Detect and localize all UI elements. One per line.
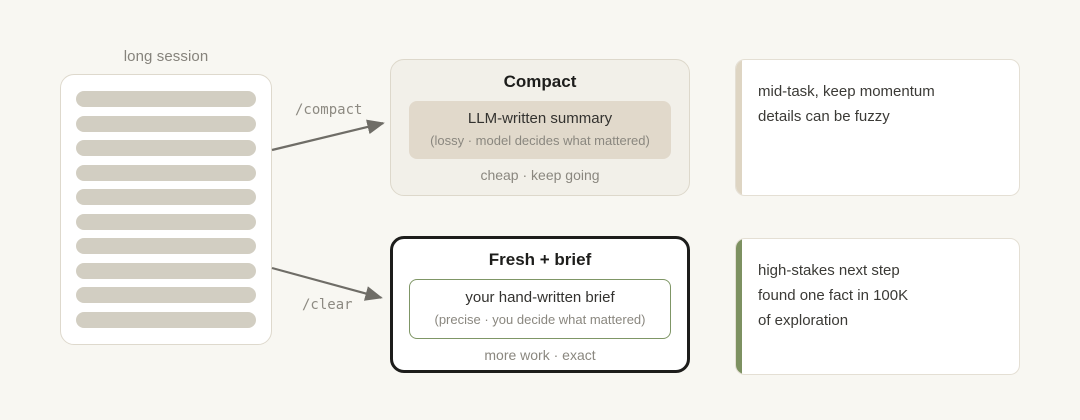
long-session-panel [60, 74, 272, 345]
option-inner-compact: LLM-written summary (lossy · model decid… [409, 101, 671, 160]
option-inner-main-fresh: your hand-written brief [465, 289, 615, 307]
session-message-bar [76, 287, 256, 304]
option-card-compact[interactable]: Compact LLM-written summary (lossy · mod… [390, 59, 690, 196]
note-card-fresh: high-stakes next step found one fact in … [735, 238, 1020, 375]
session-message-bar [76, 189, 256, 206]
arrow-clear [271, 266, 383, 301]
session-label: long session [123, 48, 209, 65]
note-line: high-stakes next step [758, 262, 900, 279]
option-inner-sub-compact: (lossy · model decides what mattered) [430, 133, 650, 149]
arrow-label-compact: /compact [295, 102, 363, 118]
note-line: found one fact in 100K [758, 286, 909, 304]
option-title-compact: Compact [503, 72, 577, 91]
session-message-bar [76, 164, 256, 181]
session-message-bar [76, 91, 256, 107]
option-inner-fresh: your hand-written brief (precise · you d… [409, 279, 671, 340]
note-line: of exploration [758, 311, 849, 329]
session-message-bar [76, 238, 256, 255]
option-title-fresh: Fresh + brief [488, 250, 592, 269]
session-message-bar [76, 213, 256, 230]
option-card-fresh[interactable]: Fresh + brief your hand-written brief (p… [390, 236, 690, 373]
arrow-compact [271, 119, 385, 152]
option-inner-sub-fresh: (precise · you decide what mattered) [434, 312, 646, 328]
note-accent-bar-fresh [736, 239, 742, 374]
option-footer-fresh: more work · exact [484, 347, 596, 364]
session-message-bar [76, 140, 256, 157]
session-message-bar [76, 115, 256, 132]
session-message-bar [76, 262, 256, 279]
session-message-bar [76, 311, 256, 328]
arrow-label-clear: /clear [302, 297, 353, 313]
note-accent-bar-compact [736, 60, 742, 195]
note-card-compact: mid-task, keep momentum details can be f… [735, 59, 1020, 196]
note-line: details can be fuzzy [758, 107, 890, 125]
option-footer-compact: cheap · keep going [480, 167, 600, 184]
option-inner-main-compact: LLM-written summary [467, 110, 613, 128]
note-line: mid-task, keep momentum [758, 83, 935, 100]
